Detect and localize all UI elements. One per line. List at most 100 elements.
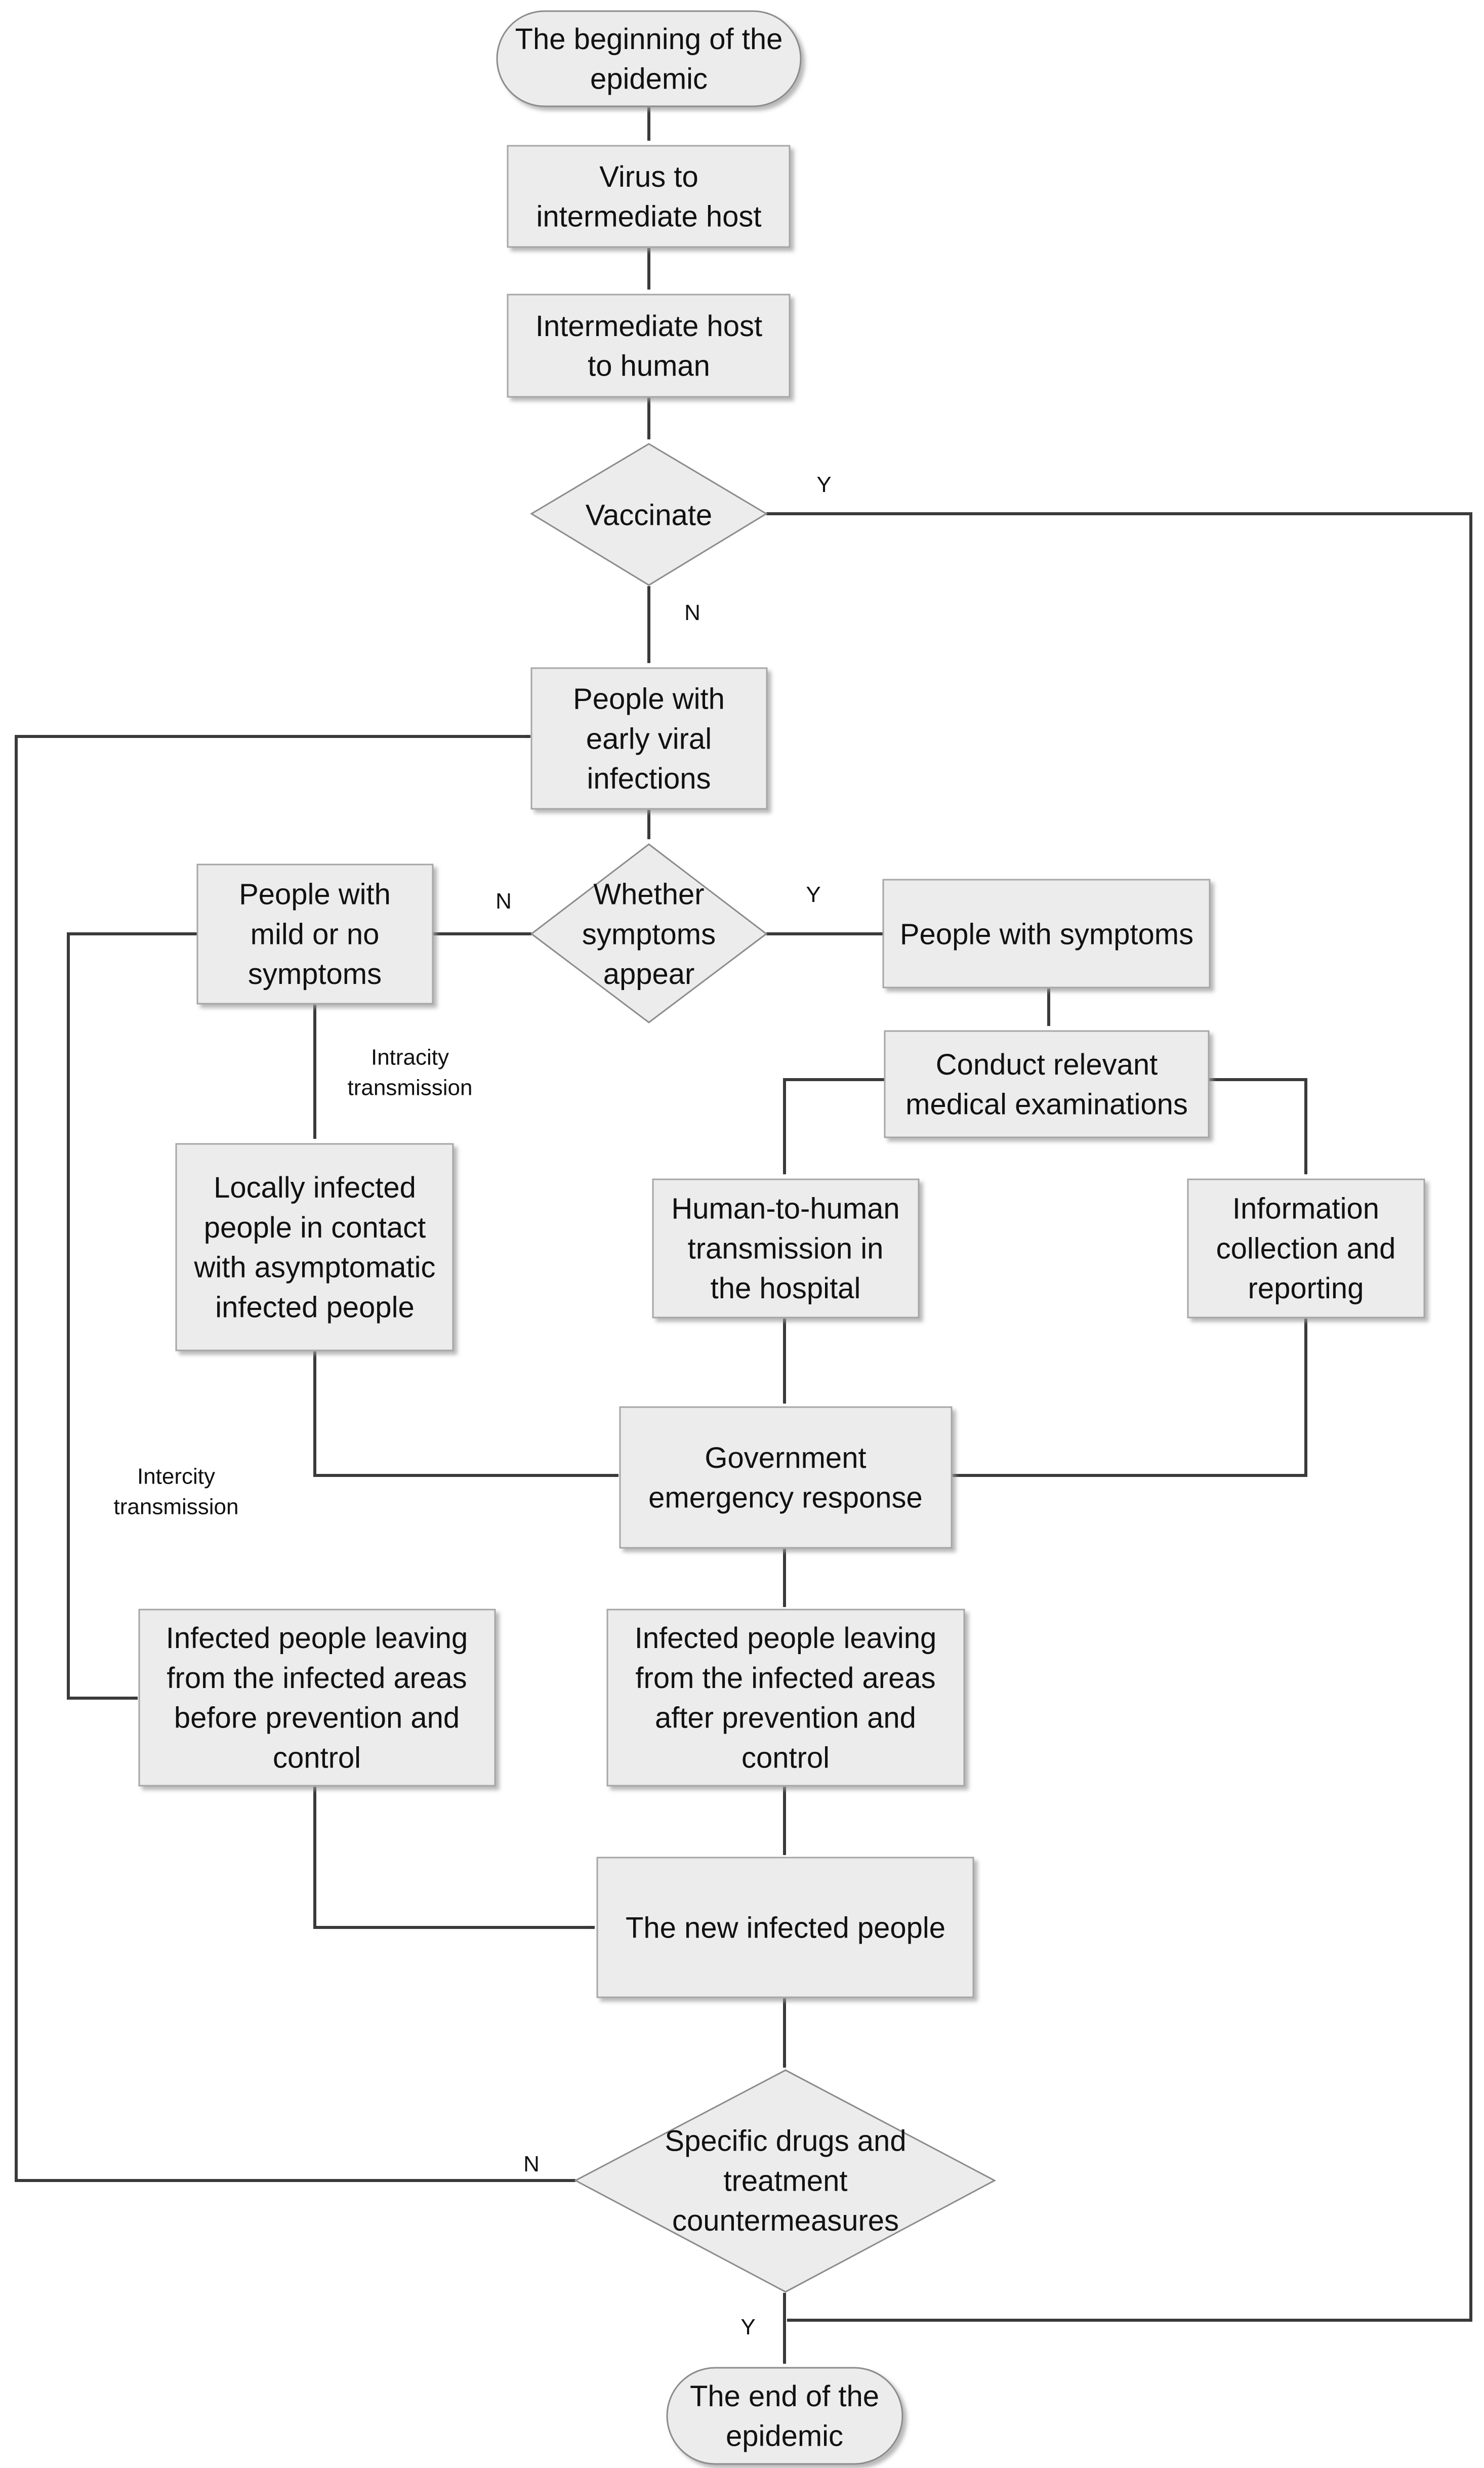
node-government: Government emergency response: [619, 1406, 953, 1549]
node-label: People with mild or no symptoms: [239, 878, 391, 991]
decision-symptoms: Whether symptoms appear: [530, 843, 768, 1023]
label-line: Whether: [593, 878, 704, 911]
label-line: infections: [587, 762, 711, 795]
node-leave-before: Infected people leaving from the infected…: [138, 1609, 496, 1787]
label-line: control: [741, 1742, 830, 1775]
label-line: epidemic: [590, 63, 708, 96]
label-line: The beginning of the: [515, 23, 783, 56]
node-mild-symptoms: People with mild or no symptoms: [196, 863, 434, 1005]
label-line: Locally infected: [214, 1171, 416, 1204]
node-label: People with symptoms: [900, 918, 1193, 951]
node-information: Information collection and reporting: [1187, 1178, 1425, 1319]
label-line: Intracity: [371, 1045, 449, 1070]
label-line: People with symptoms: [900, 918, 1193, 951]
label-line: early viral: [586, 722, 712, 755]
node-label: The end of the epidemic: [690, 2380, 879, 2453]
label-line: control: [273, 1742, 361, 1775]
node-label: Intermediate host to human: [535, 310, 762, 383]
label-line: The new infected people: [626, 1911, 945, 1944]
node-end: The end of the epidemic: [666, 2367, 903, 2465]
node-label: The new infected people: [626, 1911, 945, 1944]
label-line: before prevention and: [174, 1702, 460, 1735]
edge-vaccinate-yes: [766, 512, 1472, 2322]
label-line: reporting: [1248, 1272, 1364, 1305]
node-label: Infected people leaving from the infected…: [166, 1622, 468, 1775]
node-start: The beginning of the epidemic: [496, 10, 802, 107]
label-line: mild or no: [251, 918, 380, 951]
label-line: to human: [588, 350, 710, 383]
label-line: after prevention and: [655, 1702, 916, 1735]
label-drugs-yes: Y: [740, 2315, 755, 2339]
node-label: Vaccinate: [586, 499, 712, 531]
label-line: People with: [239, 878, 391, 911]
label-line: infected people: [215, 1291, 414, 1324]
label-intercity: Intercity transmission: [114, 1464, 239, 1519]
node-label: Government emergency response: [648, 1442, 923, 1514]
node-label: Virus to intermediate host: [537, 160, 762, 233]
label-line: People with: [573, 682, 725, 715]
decision-drugs: Specific drugs and treatment countermeasur…: [573, 2069, 997, 2293]
label-vaccinate-no: N: [684, 600, 700, 625]
node-local-infected: Locally infected people in contact with as…: [175, 1143, 454, 1351]
label-line: The end of the: [690, 2380, 879, 2413]
node-early-infections: People with early viral infections: [530, 667, 768, 810]
node-new-infected: The new infected people: [596, 1857, 974, 1998]
label-vaccinate-yes: Y: [816, 472, 831, 497]
edge-exam-h2h: [782, 1078, 885, 1175]
label-symptoms-yes: Y: [806, 882, 820, 907]
label-line: countermeasures: [672, 2204, 899, 2237]
node-label: Specific drugs and treatment countermeasur…: [665, 2124, 906, 2237]
node-label: People with early viral infections: [573, 682, 725, 795]
label-line: Specific drugs and: [665, 2124, 906, 2157]
label-line: Conduct relevant: [936, 1048, 1158, 1081]
label-line: transmission: [114, 1494, 239, 1519]
label-line: symptoms: [248, 958, 382, 991]
edge-exam-info: [1209, 1078, 1308, 1175]
label-line: from the infected areas: [635, 1662, 935, 1695]
label-line: Intermediate host: [535, 310, 762, 343]
label-line: epidemic: [726, 2420, 843, 2453]
node-label: Information collection and reporting: [1216, 1192, 1396, 1305]
edges: [15, 107, 1472, 2364]
label-line: with asymptomatic: [193, 1251, 435, 1284]
label-line: Virus to: [599, 160, 698, 193]
label-line: from the infected areas: [167, 1662, 467, 1695]
node-host-to-human: Intermediate host to human: [507, 294, 791, 398]
edge-leavebefore-new: [313, 1787, 595, 1929]
label-line: people in contact: [204, 1211, 426, 1244]
label-drugs-no: N: [523, 2152, 540, 2176]
label-line: Intercity: [137, 1464, 215, 1489]
node-label: Human-to-human transmission in the hospita…: [671, 1192, 899, 1305]
label-line: symptoms: [582, 918, 716, 951]
label-line: collection and: [1216, 1232, 1396, 1265]
label-line: transmission: [348, 1075, 473, 1100]
label-line: the hospital: [711, 1272, 861, 1305]
node-with-symptoms: People with symptoms: [882, 879, 1211, 989]
label-line: appear: [603, 958, 695, 991]
label-line: transmission in: [688, 1232, 884, 1265]
node-label: Locally infected people in contact with as…: [193, 1171, 435, 1324]
label-line: intermediate host: [537, 200, 762, 233]
node-label: Whether symptoms appear: [582, 878, 716, 991]
edge-mild-intercity: [67, 932, 197, 1700]
node-human-to-human: Human-to-human transmission in the hospita…: [652, 1178, 920, 1319]
node-label: The beginning of the epidemic: [515, 23, 783, 96]
edge-local-gov: [313, 1351, 619, 1477]
label-line: Vaccinate: [586, 499, 712, 531]
label-intracity: Intracity transmission: [348, 1045, 473, 1100]
edge-labels: Y N N Y Intracity transmission Intercity t…: [114, 472, 832, 2339]
decision-vaccinate: Vaccinate: [530, 443, 768, 586]
label-line: treatment: [724, 2164, 848, 2197]
label-line: Human-to-human: [671, 1192, 899, 1225]
label-line: Government: [705, 1442, 866, 1474]
edge-drugs-no: [15, 734, 575, 2182]
node-virus: Virus to intermediate host: [507, 145, 791, 248]
label-line: Infected people leaving: [166, 1622, 468, 1655]
edge-info-gov: [952, 1319, 1307, 1477]
label-line: Information: [1232, 1192, 1379, 1225]
label-line: emergency response: [648, 1482, 923, 1514]
